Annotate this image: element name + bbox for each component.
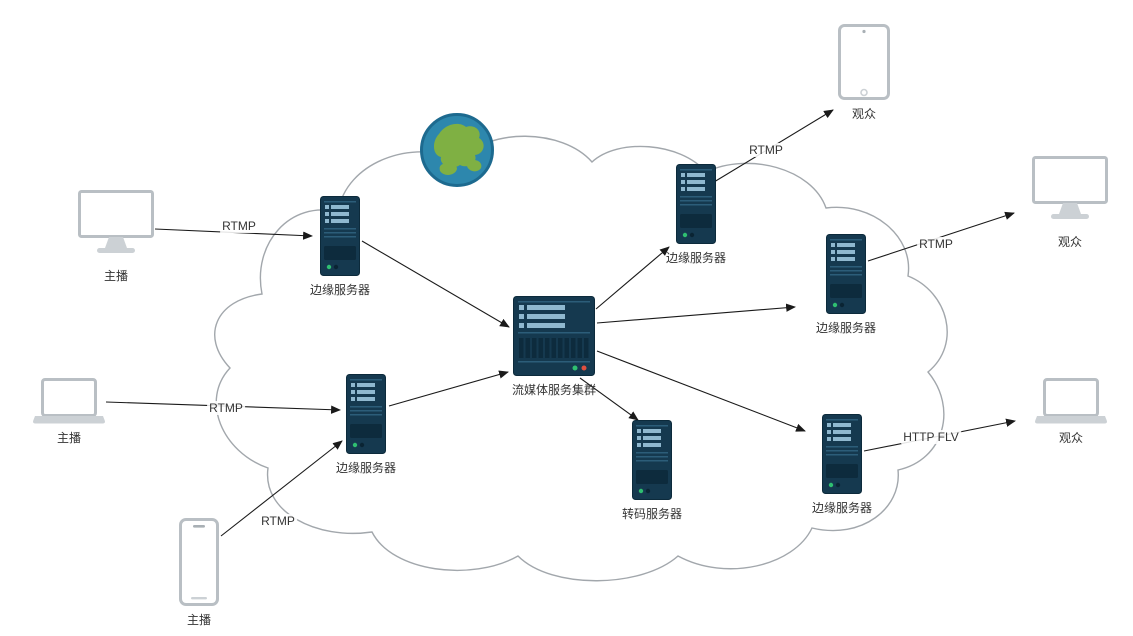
edge-server-top-right-node: 边缘服务器	[666, 164, 726, 266]
edge-label-rtmp-phone: RTMP	[259, 514, 297, 528]
edge-cluster-to-tr	[595, 246, 670, 310]
server-icon	[320, 196, 360, 276]
broadcaster-phone-label: 主播	[186, 613, 211, 627]
edge-label-rtmp-tablet: RTMP	[747, 143, 785, 157]
streaming-cluster-label: 流媒体服务集群	[512, 383, 597, 397]
edge-label-rtmp-monitor: RTMP	[917, 237, 955, 251]
edge-label-http-flv: HTTP FLV	[901, 430, 961, 444]
broadcaster-phone-node: 主播	[179, 518, 219, 628]
edge-server-right-node: 边缘服务器	[816, 234, 876, 336]
viewer-tablet-label: 观众	[851, 107, 876, 121]
transcode-server-label: 转码服务器	[622, 507, 683, 521]
server-icon	[346, 374, 386, 454]
edge-label-rtmp-desktop: RTMP	[220, 219, 258, 233]
edge-server-top-left-node: 边缘服务器	[310, 196, 370, 298]
broadcaster-desktop-label: 主播	[103, 269, 128, 283]
tablet-icon	[838, 24, 890, 100]
edge-server-top-left-label: 边缘服务器	[310, 283, 371, 297]
viewer-laptop-label: 观众	[1058, 431, 1083, 445]
viewer-tablet-node: 观众	[838, 24, 890, 122]
edge-label-rtmp-laptop: RTMP	[207, 401, 245, 415]
transcode-server-node: 转码服务器	[622, 420, 682, 522]
broadcaster-laptop-node: 主播	[33, 378, 105, 446]
desktop-monitor-icon	[1032, 156, 1108, 228]
server-icon	[822, 414, 862, 494]
edge-server-bottom-right-node: 边缘服务器	[812, 414, 872, 516]
edge-server-bottom-right-label: 边缘服务器	[812, 501, 873, 515]
viewer-monitor-node: 观众	[1032, 156, 1108, 250]
internet-globe-node	[419, 112, 495, 188]
streaming-cluster-node: 流媒体服务集群	[512, 296, 597, 398]
edge-tl-to-cluster	[361, 240, 510, 328]
viewer-monitor-label: 观众	[1057, 235, 1082, 249]
edge-cluster-to-br	[596, 350, 806, 432]
edge-bl-to-cluster	[388, 370, 509, 407]
broadcaster-laptop-label: 主播	[56, 431, 81, 445]
edge-server-top-right-label: 边缘服务器	[666, 251, 727, 265]
server-icon	[676, 164, 716, 244]
globe-icon	[419, 112, 495, 188]
viewer-laptop-node: 观众	[1035, 378, 1107, 446]
edge-cluster-to-transcode	[579, 377, 639, 421]
edge-server-bottom-left-node: 边缘服务器	[336, 374, 396, 476]
server-icon	[826, 234, 866, 314]
laptop-icon	[33, 378, 105, 424]
edge-server-bottom-left-label: 边缘服务器	[336, 461, 397, 475]
edge-phone-to-edge-bl	[220, 440, 343, 537]
desktop-monitor-icon	[78, 190, 154, 262]
server-cluster-icon	[513, 296, 595, 376]
smartphone-icon	[179, 518, 219, 606]
edge-cluster-to-right	[596, 303, 796, 324]
laptop-icon	[1035, 378, 1107, 424]
server-icon	[632, 420, 672, 500]
broadcaster-desktop-node: 主播	[78, 190, 154, 284]
edge-server-right-label: 边缘服务器	[816, 321, 877, 335]
